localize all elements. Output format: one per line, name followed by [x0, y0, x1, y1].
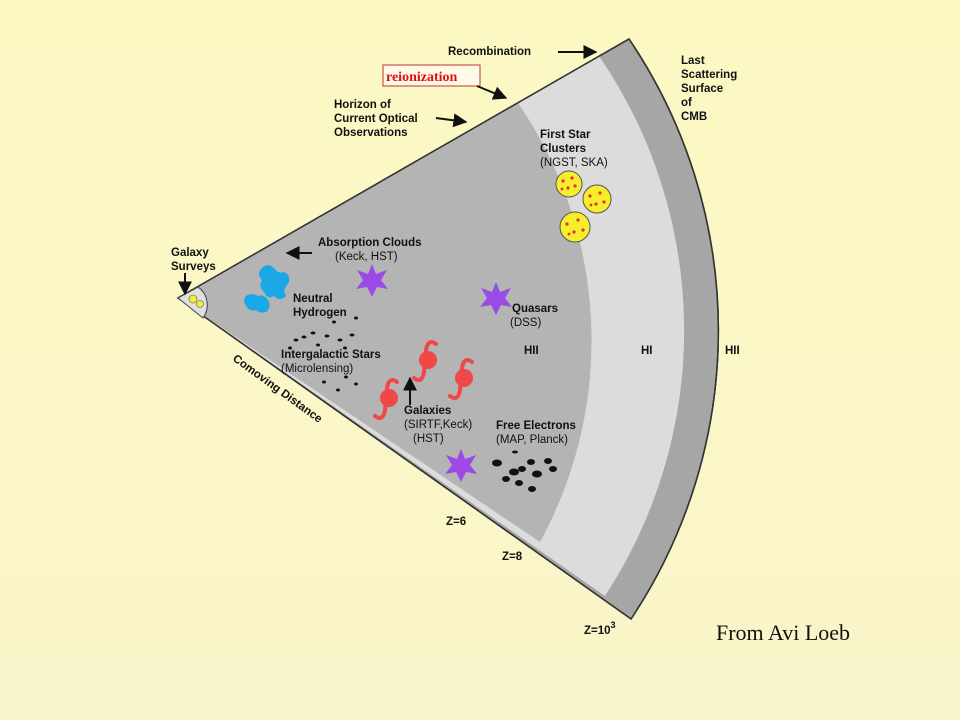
first-star-label: First Star Clusters [540, 129, 594, 155]
hi-label: HI [641, 345, 653, 357]
recombination-label: Recombination [448, 46, 531, 58]
hii-inner-label: HII [524, 345, 539, 357]
quasars-label: Quasars [512, 303, 558, 315]
neutral-hydrogen-label: Neutral Hydrogen [293, 293, 347, 319]
reionization-box [382, 64, 481, 87]
first-star-sub: (NGST, SKA) [540, 157, 608, 169]
reionization-label: reionization [386, 70, 458, 85]
universe-wedge [176, 38, 720, 621]
z8-label: Z=8 [502, 551, 523, 563]
absorption-sub: (Keck, HST) [335, 251, 398, 263]
quasar-star-icon [445, 449, 477, 482]
star-cluster-icon [555, 170, 583, 198]
last-scattering-label: Last Scattering Surface of CMB [681, 55, 740, 123]
local-galaxy-dot [196, 300, 204, 308]
hii-outer-label: HII [725, 345, 740, 357]
horizon-arrow-icon [435, 113, 468, 128]
free-electron-dots [492, 450, 557, 492]
z1000-label: Z=103 [584, 620, 616, 637]
intergalactic-label: Intergalactic Stars [281, 349, 381, 361]
horizon-label: Horizon of Current Optical Observations [334, 99, 421, 139]
star-cluster-icon [582, 184, 612, 214]
z6-label: Z=6 [446, 516, 466, 528]
galaxy-symbol-icon [448, 358, 474, 400]
ionized-region [178, 103, 592, 542]
intergalactic-star-dots [288, 316, 358, 392]
hydrogen-cloud-icon [244, 265, 290, 313]
galaxy-symbol-icon [373, 378, 399, 420]
galaxy-surveys-label: Galaxy Surveys [171, 247, 216, 273]
local-galaxy-dot [188, 294, 198, 304]
intergalactic-sub: (Microlensing) [281, 363, 353, 375]
absorption-label: Absorption Clouds [318, 237, 422, 249]
quasars-sub: (DSS) [510, 317, 541, 329]
credit-text: From Avi Loeb [716, 620, 851, 645]
wedge-outline [176, 38, 720, 621]
galaxies-sub: (SIRTF,Keck) (HST) [404, 419, 475, 445]
reionization-arrow-icon [476, 85, 508, 100]
galaxy-symbol-icon [412, 340, 438, 382]
quasar-star-icon [356, 264, 388, 297]
free-electrons-sub: (MAP, Planck) [496, 434, 568, 446]
quasar-star-icon [480, 282, 512, 315]
galaxies-label: Galaxies [404, 405, 451, 417]
star-cluster-icon [559, 211, 591, 243]
free-electrons-label: Free Electrons [496, 420, 576, 432]
